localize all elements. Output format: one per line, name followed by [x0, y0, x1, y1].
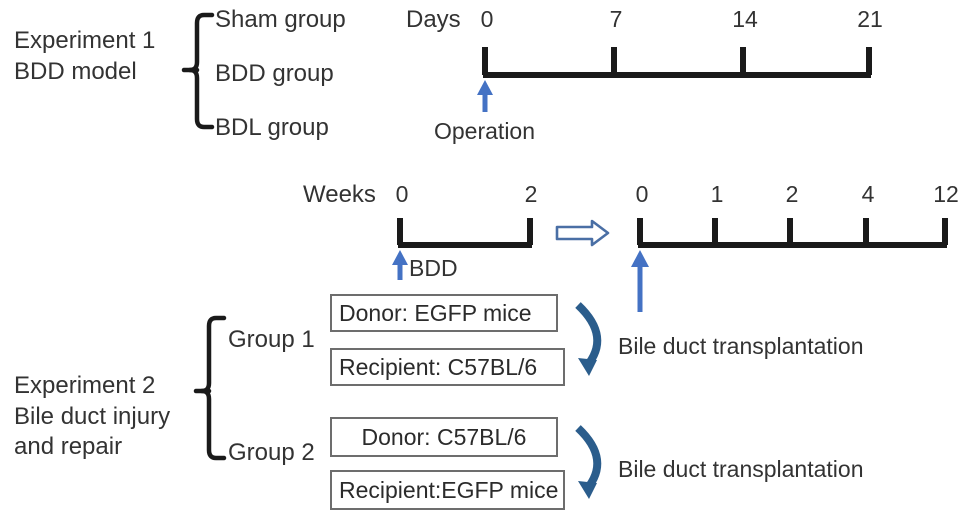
experiment2-label-line2: Bile duct injury: [14, 402, 171, 430]
bdd-arrow-icon: [392, 250, 408, 280]
weeks-axis-label: Weeks: [303, 181, 376, 208]
group-2-procedure-label: Bile duct transplantation: [618, 456, 864, 482]
group-bdl-label: BDL group: [215, 114, 329, 141]
days-tick-label-21: 21: [857, 6, 883, 32]
weeks-timeline-axis: [397, 218, 533, 248]
post-tick-label-1: 1: [710, 181, 724, 207]
days-tick-label-0: 0: [480, 6, 494, 32]
experiment1-label: Experiment 1 BDD model: [14, 26, 155, 87]
days-tick-label-14: 14: [732, 6, 758, 32]
transplant-curved-arrow-1-icon: [575, 302, 602, 376]
group-1-label: Group 1: [228, 326, 315, 353]
post-tick-label-2: 2: [785, 181, 799, 207]
operation-arrow-icon: [477, 80, 493, 112]
bdd-marker-label: BDD: [409, 255, 458, 281]
weeks-tick-label-2: 2: [524, 181, 538, 207]
experiment2-brace: [193, 315, 227, 461]
experiment1-label-line1: Experiment 1: [14, 27, 156, 54]
group-2-recipient-box: Recipient:EGFP mice: [330, 470, 565, 510]
days-timeline-axis: [482, 47, 872, 78]
transplant-curved-arrow-2-icon: [575, 425, 602, 499]
group-2-label: Group 2: [228, 439, 315, 466]
group-1-procedure-label: Bile duct transplantation: [618, 333, 864, 359]
group-bdd-label: BDD group: [215, 60, 334, 87]
experiment1-label-line2: BDD model: [14, 57, 137, 85]
experiment1-brace: [181, 12, 215, 130]
operation-label: Operation: [434, 118, 536, 144]
experiment2-label: Experiment 2 Bile duct injury and repair: [14, 371, 170, 463]
days-tick-label-7: 7: [609, 6, 623, 32]
post-tick-label-4: 4: [861, 181, 875, 207]
post-tick-label-0: 0: [635, 181, 649, 207]
group-2-donor-box: Donor: C57BL/6: [330, 417, 558, 457]
days-axis-label: Days: [406, 6, 461, 33]
weeks-tick-label-0: 0: [395, 181, 409, 207]
experiment2-label-line3: and repair: [14, 433, 123, 461]
post-tick-label-12: 12: [933, 181, 959, 207]
transition-arrow-icon: [555, 219, 610, 247]
experiment2-label-line1: Experiment 2: [14, 372, 156, 399]
group-1-donor-box: Donor: EGFP mice: [330, 294, 558, 332]
group-1-recipient-box: Recipient: C57BL/6: [330, 348, 565, 386]
transplantation-arrow-icon: [631, 250, 649, 312]
group-sham-label: Sham group: [215, 6, 346, 33]
post-timeline-axis: [637, 218, 948, 248]
